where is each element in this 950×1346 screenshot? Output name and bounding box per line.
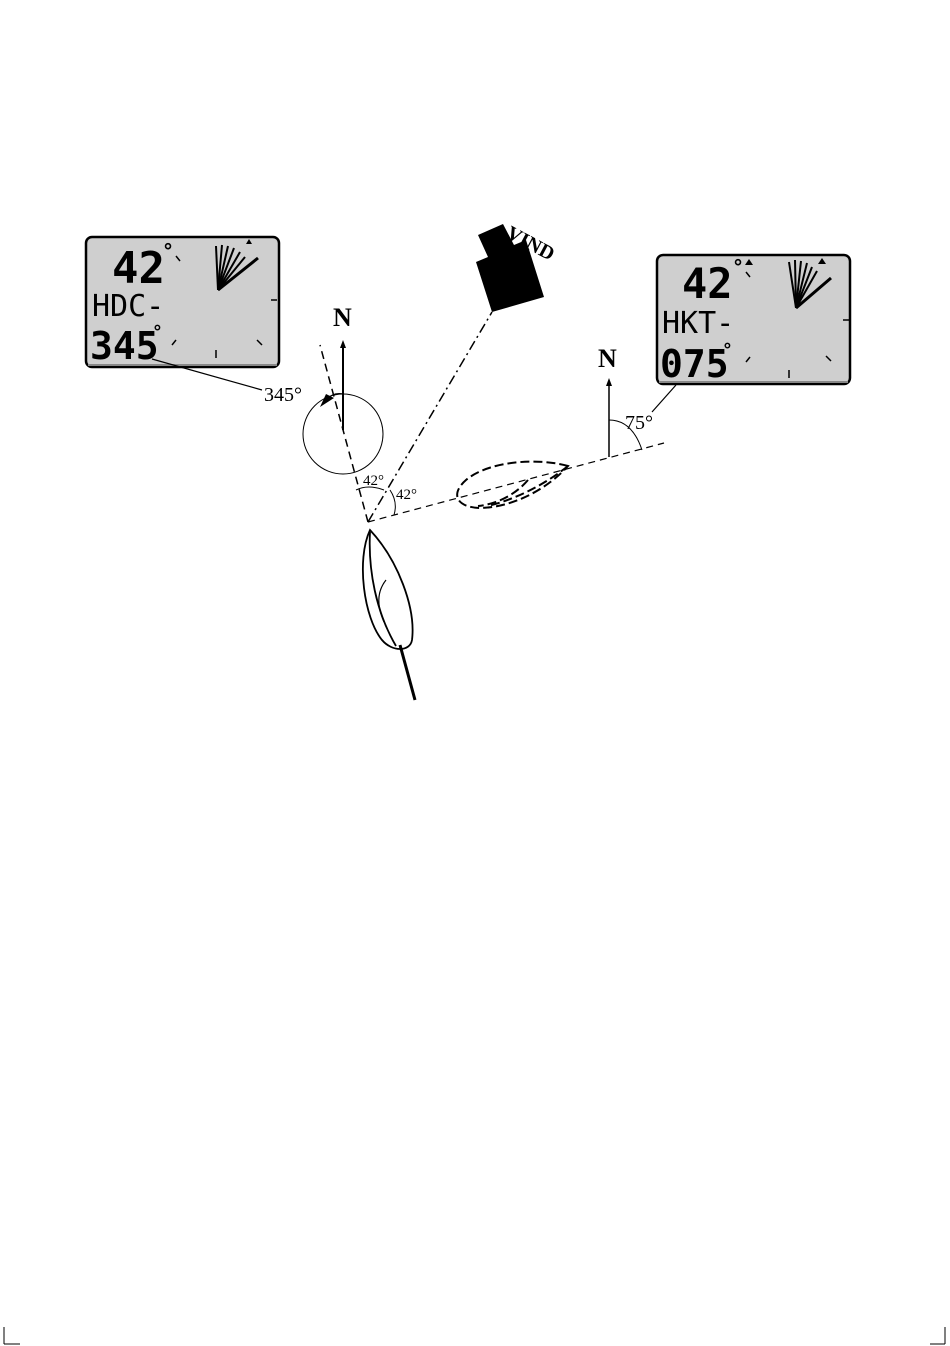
display-left-heading-value: 345 xyxy=(90,324,159,368)
north-arrow-left-head-icon xyxy=(340,340,346,348)
angle-label-b: 42° xyxy=(396,487,417,503)
display-right-wind-angle: 42 xyxy=(682,259,733,308)
course-line-075 xyxy=(368,443,664,522)
display-left-wind-degree: ° xyxy=(162,239,174,263)
angle-label-a: 42° xyxy=(363,473,384,489)
north-label-left: N xyxy=(333,303,352,332)
angle-arc-starboard xyxy=(390,490,395,515)
crop-marks xyxy=(4,1327,945,1344)
display-right-mode-label: HKT- xyxy=(662,306,734,341)
sailboat-sail xyxy=(370,532,396,646)
display-right-heading-degree: ° xyxy=(722,340,733,361)
display-right: 42 ° HKT- 075 ° xyxy=(657,255,850,386)
sailboat xyxy=(363,530,415,700)
display-right-wind-degree: ° xyxy=(732,255,744,279)
display-left-heading-degree: ° xyxy=(152,322,163,343)
sailboat-wake xyxy=(400,645,415,700)
leader-line-right xyxy=(652,385,676,412)
north-arrow-right-head-icon xyxy=(606,378,612,386)
north-label-right: N xyxy=(598,344,617,373)
display-left-wind-angle: 42 xyxy=(112,243,165,294)
heading-label-left: 345° xyxy=(264,384,302,406)
display-left: 42 ° HDC- 345 ° xyxy=(86,237,279,368)
heading-label-right: 75° xyxy=(625,412,653,434)
display-right-heading-value: 075 xyxy=(660,342,729,386)
ghost-boat xyxy=(457,462,568,508)
wind-line xyxy=(368,312,492,522)
display-left-mode-label: HDC- xyxy=(92,289,164,324)
